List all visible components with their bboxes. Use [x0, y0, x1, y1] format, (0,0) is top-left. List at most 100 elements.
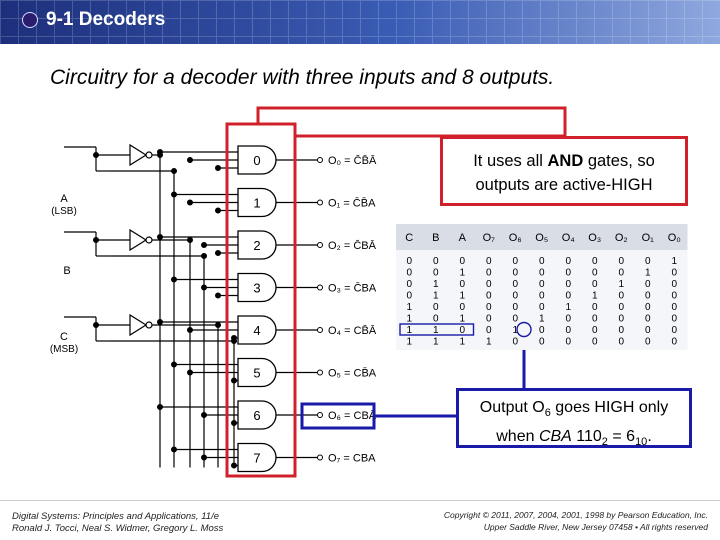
- truth-table-cell: 0: [592, 279, 598, 290]
- truth-table-cell: 0: [645, 337, 651, 348]
- output-terminal-3: [317, 284, 323, 291]
- and-gate-5: [237, 357, 277, 388]
- truth-table-header-5: O₅: [535, 232, 548, 244]
- footer-citation: Digital Systems: Principles and Applicat…: [12, 511, 223, 535]
- truth-table-cell: 0: [433, 302, 439, 313]
- output-label-2: O₂ = C̄BĀ: [328, 239, 377, 252]
- gates-highlight-box: [225, 122, 297, 478]
- output-terminal-7: [317, 454, 323, 461]
- output-label-4: O₄ = CB̄Ā: [328, 324, 377, 337]
- truth-table-cell: 0: [565, 279, 571, 290]
- and-gate-0: [237, 145, 277, 175]
- junction-dot: [157, 404, 164, 411]
- truth-table-cell: 0: [565, 325, 571, 336]
- truth-table-cell: 0: [565, 291, 571, 302]
- gate-number-3: 3: [253, 281, 260, 296]
- truth-table-cell: 0: [592, 302, 598, 313]
- truth-table-cell: 0: [512, 256, 518, 267]
- output-label-3: O₃ = C̄BA: [328, 282, 377, 295]
- inverter-bubble-c: [145, 321, 153, 329]
- truth-table-cell: 1: [618, 279, 624, 290]
- truth-table-cell: 1: [406, 314, 412, 325]
- note-blue-line2-mid: 110: [571, 428, 602, 446]
- truth-table-cell: 1: [433, 279, 439, 290]
- gate-number-2: 2: [253, 238, 260, 253]
- truth-table-header-4: O₆: [509, 232, 522, 244]
- o6-high-note: Output O6 goes HIGH only when CBA 1102 =…: [456, 388, 692, 448]
- truth-table-cell: 0: [618, 325, 624, 336]
- truth-table-cell: 0: [539, 291, 545, 302]
- junction-dot: [171, 276, 178, 283]
- o6-value-highlight: [516, 321, 532, 338]
- truth-table-cell: 0: [645, 291, 651, 302]
- junction-dot: [201, 253, 208, 260]
- input-a-label: A: [60, 193, 68, 205]
- output-terminal-5: [317, 369, 323, 376]
- junction-dot: [215, 207, 222, 214]
- truth-table-cell: 0: [618, 337, 624, 348]
- truth-table-header-0: C: [405, 232, 413, 244]
- page-title: 9-1 Decoders: [46, 9, 166, 30]
- truth-table-cell: 0: [512, 302, 518, 313]
- truth-table-cell: 0: [512, 314, 518, 325]
- truth-table-cell: 0: [565, 337, 571, 348]
- and-gate-6: [237, 400, 277, 430]
- truth-table-cell: 0: [671, 325, 677, 336]
- truth-table-cell: 0: [565, 268, 571, 279]
- junction-dot: [157, 149, 164, 156]
- note-blue-line2-sub2: 10: [635, 436, 648, 449]
- and-gate-4: [237, 315, 277, 345]
- output-label-1: O₁ = C̄B̄A: [328, 197, 376, 210]
- active-high-note: It uses all AND gates, so outputs are ac…: [440, 136, 688, 206]
- truth-table-cell: 0: [618, 291, 624, 302]
- inverter-bubble-b: [145, 236, 153, 244]
- junction-dot: [171, 191, 178, 198]
- inverter-b: [129, 228, 148, 252]
- and-gate-7: [237, 442, 277, 473]
- truth-table-cell: 1: [539, 314, 545, 325]
- gate-number-4: 4: [253, 323, 260, 338]
- red-connector-line: [256, 106, 567, 138]
- truth-table-cell: 0: [486, 325, 492, 336]
- truth-table-cell: 0: [539, 256, 545, 267]
- junction-dot: [201, 242, 208, 249]
- truth-table-cell: 0: [592, 268, 598, 279]
- output-label-5: O₅ = CB̄A: [328, 367, 377, 380]
- truth-table-header-3: O₇: [483, 232, 496, 244]
- input-b-label: B: [63, 265, 70, 277]
- note-red-line1-bold: AND: [547, 152, 584, 170]
- truth-table-cell: 0: [512, 279, 518, 290]
- junction-dot: [215, 250, 222, 257]
- truth-table-cell: 0: [512, 337, 518, 348]
- note-blue-line2-italic: CBA: [538, 428, 572, 446]
- footer-divider: [0, 500, 720, 501]
- footer-left-line1: Digital Systems: Principles and Applicat…: [12, 511, 219, 522]
- truth-table-cell: 0: [539, 268, 545, 279]
- output-terminal-4: [317, 327, 323, 333]
- note-blue-sub: 6: [544, 407, 551, 420]
- truth-table-cell: 0: [539, 302, 545, 313]
- gate-number-5: 5: [253, 366, 260, 381]
- junction-dot: [215, 322, 222, 329]
- header-bar: 9-1 Decoders: [0, 0, 720, 44]
- junction-dot: [215, 292, 222, 299]
- truth-table-cell: 0: [565, 256, 571, 267]
- truth-table-cell: 0: [618, 302, 624, 313]
- truth-table-cell: 0: [406, 279, 412, 290]
- truth-table-cell: 0: [618, 256, 624, 267]
- truth-table-cell: 0: [618, 268, 624, 279]
- junction-dot: [187, 157, 194, 164]
- truth-table-cell: 0: [459, 325, 465, 336]
- truth-table-cell: 1: [671, 256, 677, 267]
- truth-table-cell: 1: [433, 325, 439, 336]
- truth-table-cell: 0: [512, 268, 518, 279]
- truth-table-cell: 0: [486, 268, 492, 279]
- junction-dot: [171, 446, 178, 453]
- truth-table-header-1: B: [432, 232, 439, 244]
- truth-table-cell: 1: [565, 302, 571, 313]
- truth-table-cell: 0: [539, 337, 545, 348]
- truth-table-cell: 0: [433, 256, 439, 267]
- truth-table-cell: 0: [406, 291, 412, 302]
- inverter-c: [129, 313, 148, 337]
